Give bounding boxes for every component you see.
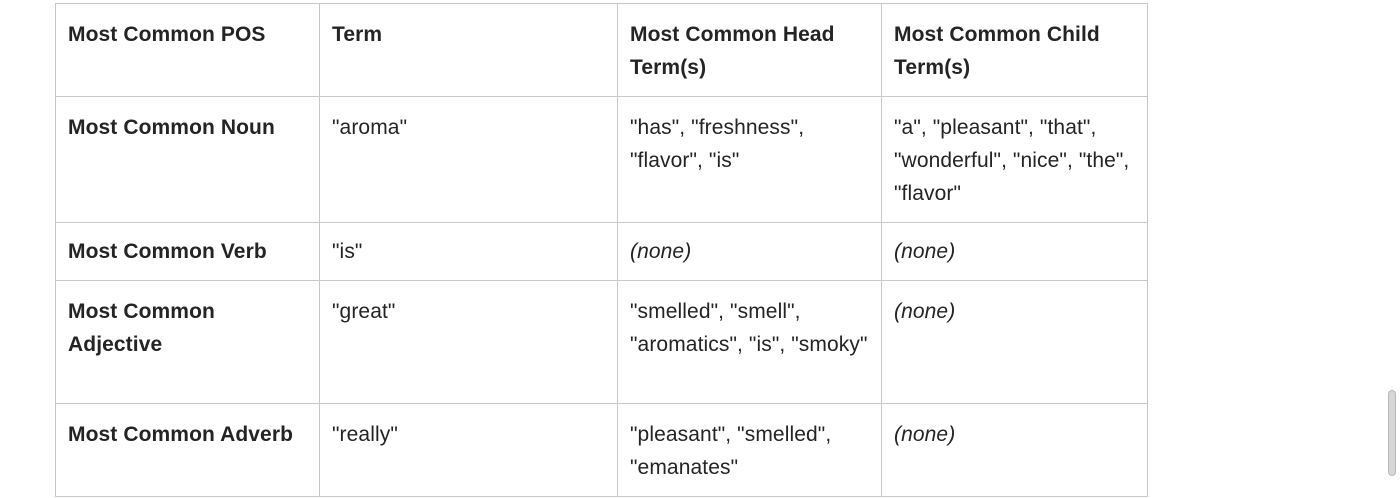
table-header-row: Most Common POS Term Most Common Head Te…: [55, 3, 1148, 97]
header-pos: Most Common POS: [55, 3, 320, 97]
vertical-scrollbar-thumb[interactable]: [1388, 390, 1396, 476]
cell-child-terms: "a", "pleasant", "that", "wonderful", "n…: [881, 96, 1148, 223]
header-head-terms: Most Common Head Term(s): [617, 3, 882, 97]
row-pos-noun: Most Common Noun: [55, 96, 320, 223]
pos-table-container: Most Common POS Term Most Common Head Te…: [55, 3, 1148, 497]
cell-term: "really": [319, 403, 618, 497]
header-term: Term: [319, 3, 618, 97]
table-row: Most Common Verb "is" (none) (none): [55, 222, 1148, 281]
cell-head-terms: "pleasant", "smelled", "emanates": [617, 403, 882, 497]
table-row: Most Common Adjective "great" "smelled",…: [55, 280, 1148, 404]
cell-head-terms: "smelled", "smell", "aromatics", "is", "…: [617, 280, 882, 404]
row-pos-verb: Most Common Verb: [55, 222, 320, 281]
table-row: Most Common Adverb "really" "pleasant", …: [55, 403, 1148, 497]
cell-term: "great": [319, 280, 618, 404]
cell-head-terms: "has", "freshness", "flavor", "is": [617, 96, 882, 223]
cell-term: "aroma": [319, 96, 618, 223]
row-pos-adjective: Most Common Adjective: [55, 280, 320, 404]
pos-dependency-table: Most Common POS Term Most Common Head Te…: [55, 3, 1148, 497]
header-child-terms: Most Common Child Term(s): [881, 3, 1148, 97]
cell-child-terms: (none): [881, 280, 1148, 404]
row-pos-adverb: Most Common Adverb: [55, 403, 320, 497]
cell-head-terms: (none): [617, 222, 882, 281]
cell-term: "is": [319, 222, 618, 281]
table-row: Most Common Noun "aroma" "has", "freshne…: [55, 96, 1148, 223]
cell-child-terms: (none): [881, 403, 1148, 497]
cell-child-terms: (none): [881, 222, 1148, 281]
